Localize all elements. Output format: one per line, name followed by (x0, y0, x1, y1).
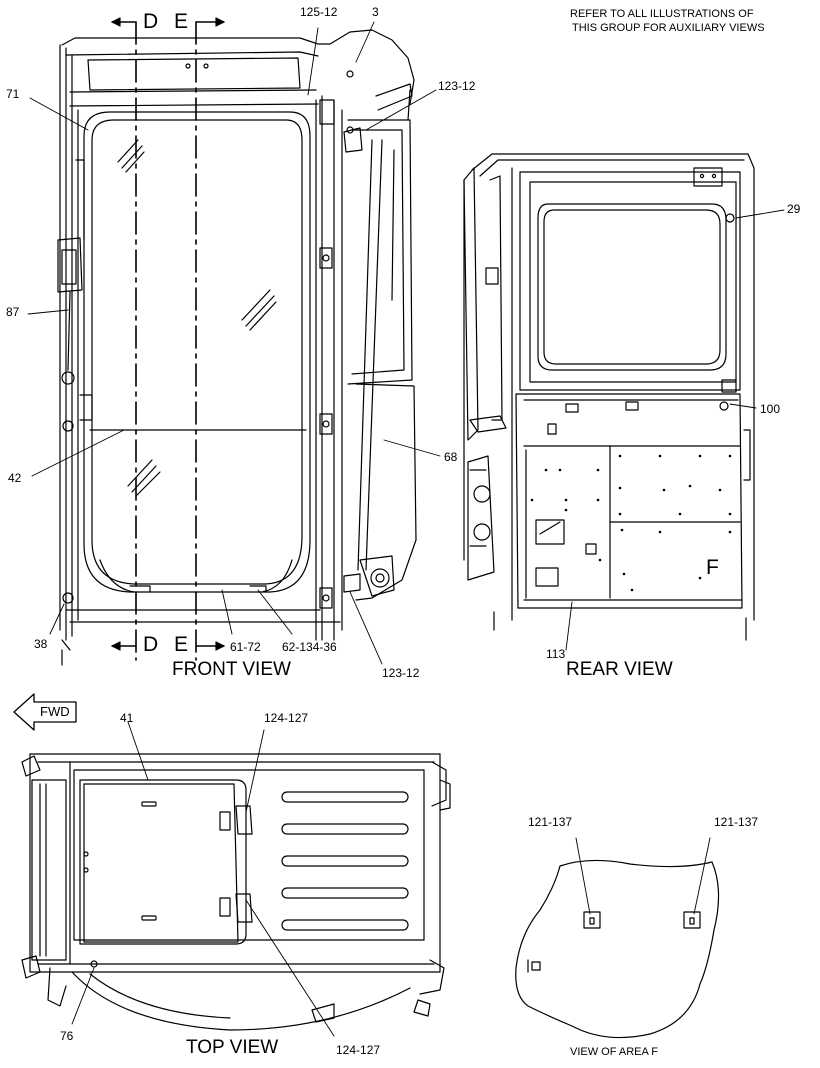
callout-68: 68 (444, 450, 458, 464)
callout-38: 38 (34, 637, 48, 651)
callout-41: 41 (120, 711, 134, 725)
callout-100: 100 (760, 402, 781, 416)
callout-121-137-right: 121-137 (714, 815, 759, 829)
callout-42: 42 (8, 471, 22, 485)
callout-121-137-left: 121-137 (528, 815, 573, 829)
callout-3: 3 (372, 5, 379, 19)
fwd-arrow-label: FWD (40, 704, 70, 719)
reference-note-line-2: THIS GROUP FOR AUXILIARY VIEWS (572, 22, 765, 34)
rear-view-drawing (463, 153, 785, 651)
reference-note-line-1: REFER TO ALL ILLUSTRATIONS OF (570, 8, 754, 20)
top-view-drawing (13, 693, 451, 1037)
front-view-title: FRONT VIEW (172, 659, 291, 680)
callout-62-134-36: 62-134-36 (282, 640, 337, 654)
top-view-title: TOP VIEW (186, 1037, 279, 1058)
callout-113: 113 (546, 647, 566, 661)
area-f-drawing (515, 837, 720, 1039)
callout-71: 71 (6, 87, 20, 101)
rear-view-title: REAR VIEW (566, 659, 673, 680)
front-view-drawing (27, 17, 441, 666)
area-f-view-title: VIEW OF AREA F (570, 1046, 659, 1058)
area-mark-f: F (706, 556, 719, 579)
callout-29: 29 (787, 202, 801, 216)
section-mark-d-bottom: D (143, 633, 159, 656)
callout-87: 87 (6, 305, 20, 319)
section-mark-e-top: E (174, 10, 189, 33)
callout-123-12-top: 123-12 (438, 79, 476, 93)
callout-61-72: 61-72 (230, 640, 261, 654)
callout-123-12-bottom: 123-12 (382, 666, 420, 680)
section-mark-d-top: D (143, 10, 159, 33)
section-mark-e-bottom: E (174, 633, 189, 656)
callout-125-12: 125-12 (300, 5, 338, 19)
callout-124-127-top: 124-127 (264, 711, 309, 725)
callout-76: 76 (60, 1029, 74, 1043)
callout-124-127-bottom: 124-127 (336, 1043, 381, 1057)
